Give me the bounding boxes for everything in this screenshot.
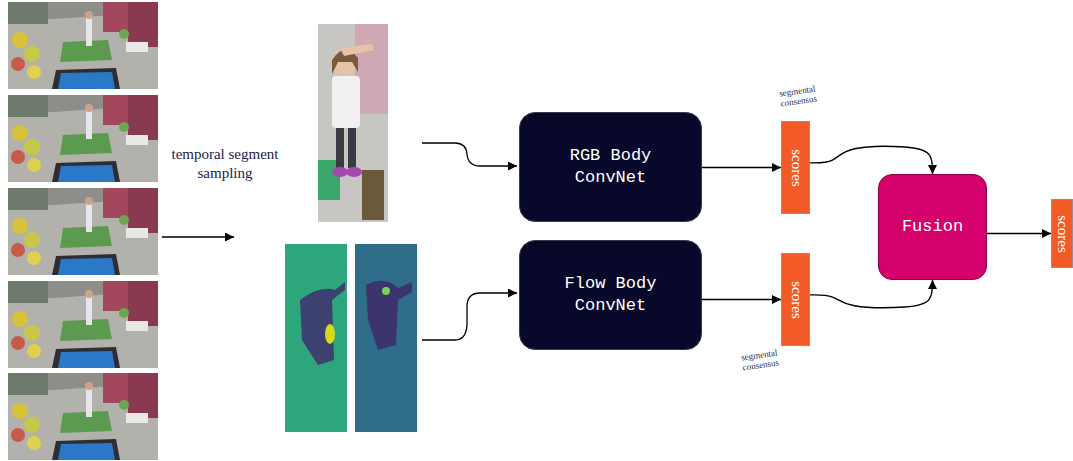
step-label: temporal segment sampling (160, 145, 290, 183)
flow-y-image (355, 244, 417, 432)
flow-motion (382, 287, 390, 295)
connector (702, 167, 781, 168)
video-frames (8, 2, 158, 460)
rgb-crop (318, 24, 388, 222)
scores-text: scores (1054, 215, 1071, 253)
convnet-name: RGB Body ConvNet (550, 145, 672, 189)
scores-text: scores (787, 281, 804, 319)
convnet-box: RGB Body ConvNet (519, 112, 702, 222)
scores-text: scores (787, 149, 804, 187)
flow-motion (366, 281, 412, 350)
connector (810, 146, 933, 174)
video-frame (8, 95, 158, 182)
connector (987, 233, 1051, 234)
connector (810, 280, 933, 308)
crop-leg (348, 128, 356, 168)
input-arrow (422, 293, 517, 340)
consensus-label: segmental consensus (764, 82, 832, 111)
crop-background (318, 24, 388, 222)
connector (702, 299, 781, 300)
input-arrow (422, 143, 517, 166)
scores-box: scores (781, 253, 810, 346)
fusion-box: Fusion (878, 174, 987, 280)
consensus-label: segmental consensus (726, 346, 794, 375)
video-frame (8, 281, 158, 368)
crop-book (362, 170, 384, 220)
scores-box: scores (1051, 199, 1073, 268)
crop-shoe (346, 167, 362, 177)
fusion-name: Fusion (902, 216, 963, 238)
flow-background (285, 244, 347, 432)
crop-shirt (332, 76, 360, 128)
scores-box: scores (781, 121, 810, 214)
crop-arm (340, 44, 374, 56)
flow-x-image (285, 244, 347, 432)
flow-motion (300, 282, 345, 365)
convnet-box: Flow Body ConvNet (519, 240, 702, 350)
crop-leg (336, 128, 344, 168)
flow-background (355, 244, 417, 432)
video-frame (8, 373, 158, 460)
sampling-arrow (162, 236, 234, 238)
video-frame (8, 188, 158, 275)
crop-shoe (332, 167, 348, 177)
flow-motion (325, 324, 335, 344)
convnet-name: Flow Body ConvNet (550, 273, 672, 317)
video-frame (8, 2, 158, 89)
